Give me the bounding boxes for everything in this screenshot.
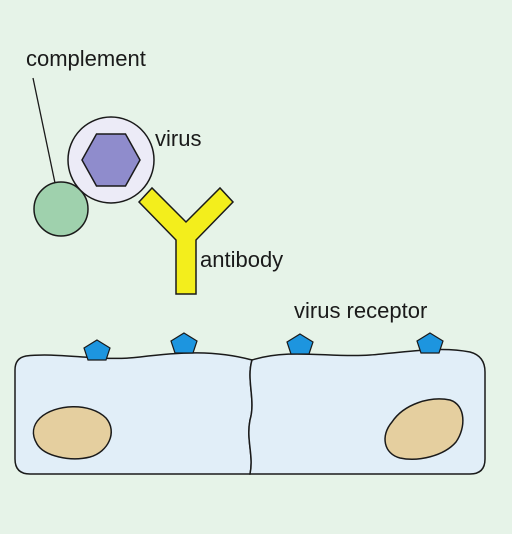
antibody-label: antibody [200, 247, 283, 272]
complement-protein [33, 181, 89, 237]
virus-receptor-label: virus receptor [294, 298, 427, 323]
virus-receptor [170, 332, 198, 354]
antibody [137, 186, 235, 295]
complement-leader-line [32, 77, 56, 184]
complement-label: complement [26, 46, 146, 71]
virus-capsid [81, 133, 141, 187]
virus-label: virus [155, 126, 201, 151]
virus-receptor [416, 332, 444, 354]
virus-receptor [83, 339, 111, 361]
right-cell-nucleus [384, 398, 464, 460]
left-cell-nucleus [32, 406, 112, 460]
virus-receptor [286, 333, 314, 355]
